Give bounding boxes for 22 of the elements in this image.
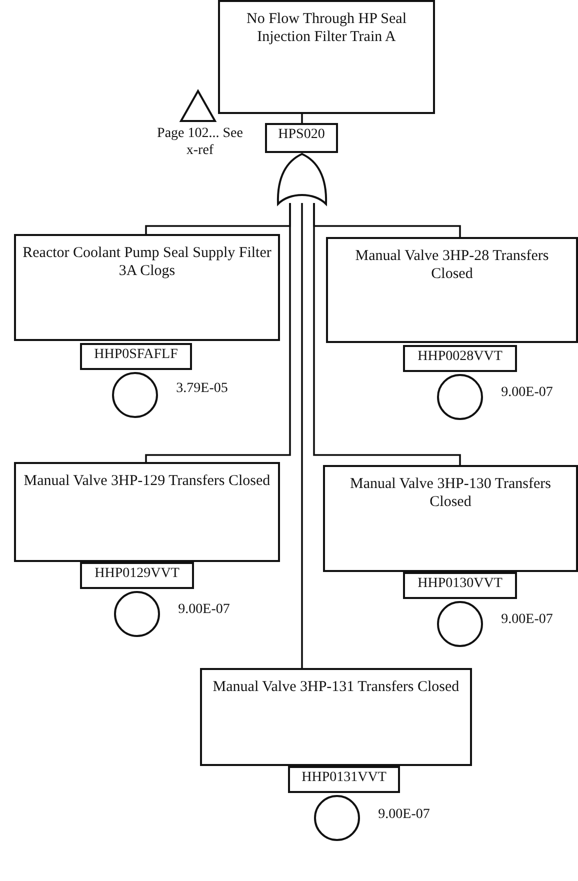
probability-value: 9.00E-07 bbox=[377, 806, 431, 823]
event-id-label: HHP0129VVT bbox=[80, 562, 194, 589]
transfer-note: Page 102... See x-ref bbox=[156, 125, 244, 159]
event-id-label: HHP0SFAFLF bbox=[80, 343, 192, 370]
event-id-label: HHP0131VVT bbox=[288, 766, 400, 793]
connector-line bbox=[313, 203, 461, 465]
event-id-label: HPS020 bbox=[265, 123, 338, 153]
event-box: Manual Valve 3HP-131 Transfers Closed bbox=[200, 668, 472, 766]
event-box: Manual Valve 3HP-129 Transfers Closed bbox=[14, 462, 280, 562]
probability-value: 9.00E-07 bbox=[500, 384, 554, 401]
event-id-label: HHP0130VVT bbox=[403, 572, 517, 599]
event-box: Manual Valve 3HP-28 Transfers Closed bbox=[326, 237, 578, 343]
probability-value: 3.79E-05 bbox=[175, 380, 229, 397]
event-box: Reactor Coolant Pump Seal Supply Filter 3A Clogs bbox=[14, 234, 280, 341]
event-box: Manual Valve 3HP-130 Transfers Closed bbox=[323, 465, 578, 572]
probability-value: 9.00E-07 bbox=[500, 611, 554, 628]
event-box: No Flow Through HP Seal Injection Filter Train A bbox=[218, 0, 435, 114]
connector-line bbox=[145, 203, 291, 462]
connector-line bbox=[301, 203, 303, 668]
connector-line bbox=[301, 114, 303, 123]
event-id-label: HHP0028VVT bbox=[403, 345, 517, 372]
probability-value: 9.00E-07 bbox=[177, 601, 231, 618]
